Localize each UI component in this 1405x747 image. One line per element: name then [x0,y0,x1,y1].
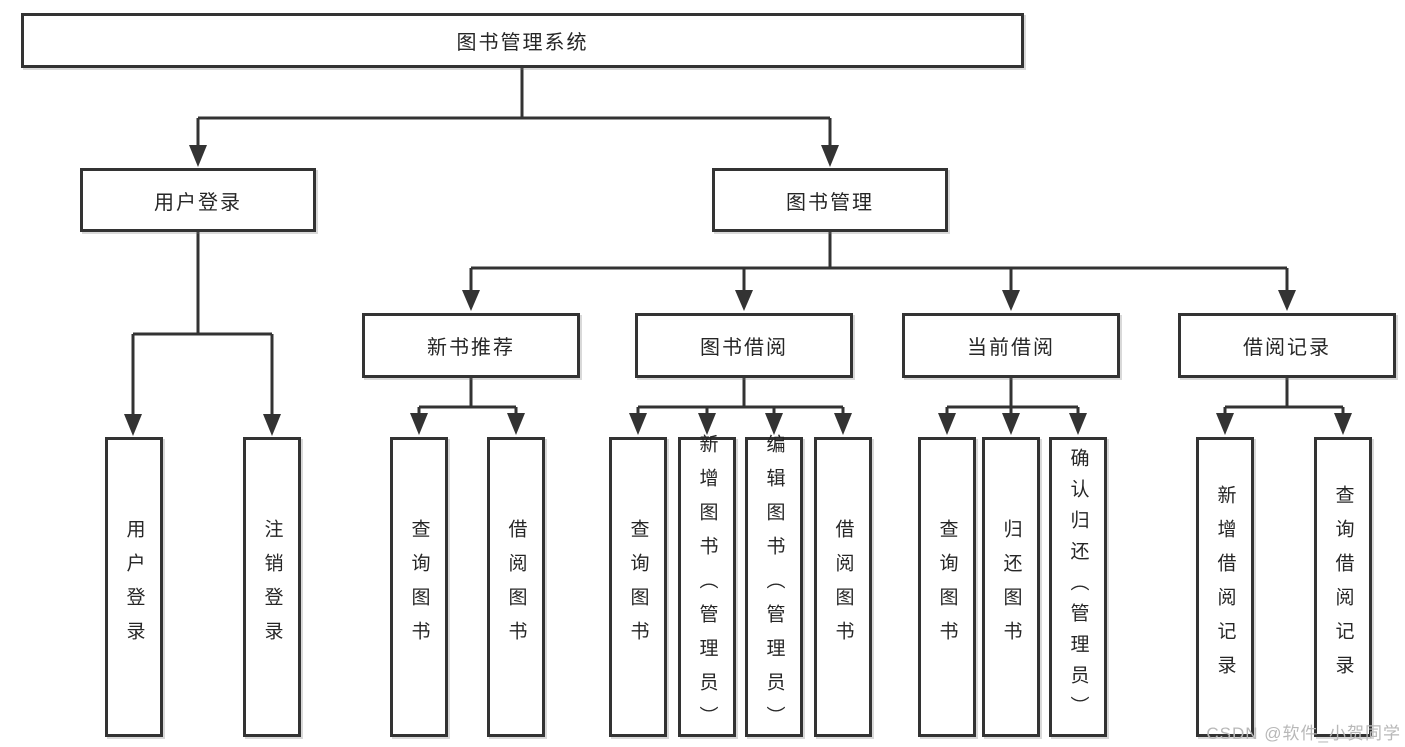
node-new-books-label: 新书推荐 [427,337,515,359]
node-new-books: 新书推荐 [362,313,580,378]
node-leaf-logout-label: 注销登录 [261,519,283,655]
node-leaf-borrow-books-newbooks-label: 借阅图书 [505,519,527,655]
arrowhead-icon [821,145,839,167]
node-leaf-confirm-return-admin: 确认归还（管理员） [1049,437,1107,737]
node-leaf-edit-books-admin-label: 编辑图书（管理员） [763,434,785,740]
connector-new-books-to-leaves [410,378,525,435]
arrowhead-icon [698,413,716,435]
node-book-borrowing-label: 图书借阅 [700,337,788,359]
node-leaf-query-books-current-label: 查询图书 [936,519,958,655]
node-user-login: 用户登录 [80,168,316,232]
node-leaf-query-books-newbooks: 查询图书 [390,437,448,737]
connector-user-login-to-leaves [124,232,281,436]
csdn-watermark: CSDN @软件_小贺同学 [1206,724,1401,743]
node-leaf-query-books-borrowing-label: 查询图书 [627,519,649,655]
arrowhead-icon [834,413,852,435]
connector-root-to-level2 [189,68,839,167]
node-current-borrowing-label: 当前借阅 [967,337,1055,359]
arrowhead-icon [938,413,956,435]
arrowhead-icon [735,290,753,311]
arrowhead-icon [410,413,428,435]
arrowhead-icon [1069,413,1087,435]
node-leaf-borrow-books-borrowing-label: 借阅图书 [832,519,854,655]
node-leaf-logout: 注销登录 [243,437,301,737]
node-leaf-return-books-label: 归还图书 [1000,519,1022,655]
arrowhead-icon [507,413,525,435]
arrowhead-icon [189,145,207,167]
node-leaf-query-borrow-record: 查询借阅记录 [1314,437,1372,737]
node-leaf-edit-books-admin: 编辑图书（管理员） [745,434,803,740]
arrowhead-icon [1334,413,1352,435]
arrowhead-icon [1278,290,1296,311]
node-leaf-user-login-label: 用户登录 [123,519,145,655]
node-book-management: 图书管理 [712,168,948,232]
node-book-borrowing: 图书借阅 [635,313,853,378]
node-borrow-records: 借阅记录 [1178,313,1396,378]
node-leaf-add-borrow-record-label: 新增借阅记录 [1214,485,1236,689]
arrowhead-icon [462,290,480,311]
node-leaf-user-login: 用户登录 [105,437,163,737]
node-root-label: 图书管理系统 [456,32,589,54]
node-leaf-add-books-admin-label: 新增图书（管理员） [696,434,718,740]
node-user-login-label: 用户登录 [154,191,242,214]
connector-current-borrowing-to-leaves [938,378,1087,435]
arrowhead-icon [1002,290,1020,311]
node-leaf-query-books-newbooks-label: 查询图书 [408,519,430,655]
arrowhead-icon [263,414,281,436]
node-borrow-records-label: 借阅记录 [1243,337,1331,359]
connector-borrow-records-to-leaves [1216,378,1352,435]
connector-book-borrowing-to-leaves [629,378,852,435]
node-leaf-confirm-return-admin-label: 确认归还（管理员） [1067,447,1089,727]
node-book-management-label: 图书管理 [786,191,874,214]
node-leaf-return-books: 归还图书 [982,437,1040,737]
node-leaf-query-books-borrowing: 查询图书 [609,437,667,737]
node-leaf-borrow-books-borrowing: 借阅图书 [814,437,872,737]
arrowhead-icon [124,414,142,436]
node-leaf-query-borrow-record-label: 查询借阅记录 [1332,485,1354,689]
connector-book-management-to-level3 [462,232,1296,311]
node-leaf-query-books-current: 查询图书 [918,437,976,737]
arrowhead-icon [1002,413,1020,435]
node-leaf-borrow-books-newbooks: 借阅图书 [487,437,545,737]
arrowhead-icon [629,413,647,435]
node-leaf-add-books-admin: 新增图书（管理员） [678,434,736,740]
node-current-borrowing: 当前借阅 [902,313,1120,378]
node-leaf-add-borrow-record: 新增借阅记录 [1196,437,1254,737]
arrowhead-icon [1216,413,1234,435]
node-root-system: 图书管理系统 [21,13,1024,68]
arrowhead-icon [765,413,783,435]
